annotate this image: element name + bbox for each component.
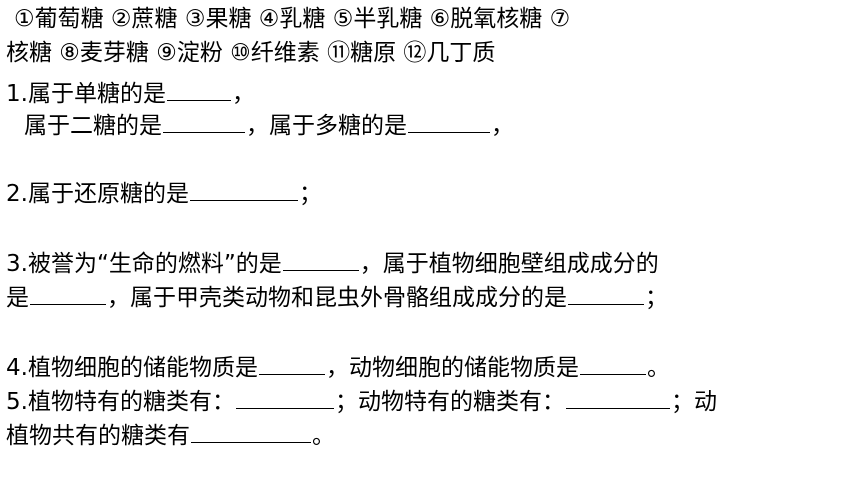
question-4-line: 4.植物细胞的储能物质是 ，动物细胞的储能物质是 。 xyxy=(6,352,670,383)
q5-common-blank[interactable] xyxy=(191,420,311,443)
q3-fuel-blank[interactable] xyxy=(282,248,359,271)
q1-punct: ， xyxy=(231,81,255,107)
q1-monosaccharide-label: 1.属于单糖的是 xyxy=(6,81,166,107)
q4-plant-storage-blank[interactable] xyxy=(258,352,325,375)
q3-end-punct: ； xyxy=(645,285,668,311)
question-1-line-2: 属于二糖的是 ，属于多糖的是 ， xyxy=(24,110,514,141)
q5-animal-specific-label: ；动物特有的糖类有： xyxy=(334,389,565,415)
q3-is-label: 是 xyxy=(6,285,29,311)
q3-cell-wall-blank[interactable] xyxy=(30,282,106,305)
q5-common-label: 植物共有的糖类有 xyxy=(6,423,190,449)
q3-cell-wall-label: ，属于植物细胞壁组成成分的 xyxy=(359,251,659,277)
q4-plant-storage-label: 4.植物细胞的储能物质是 xyxy=(6,355,258,381)
q5-plant-specific-label: 5.植物特有的糖类有： xyxy=(6,389,235,415)
q1-polysaccharide-label: ，属于多糖的是 xyxy=(246,113,407,139)
q5-animal-specific-blank[interactable] xyxy=(565,386,670,409)
q2-punct: ； xyxy=(298,181,322,207)
question-3-line-1: 3.被誉为“生命的燃料”的是 ，属于植物细胞壁组成成分的 xyxy=(6,248,659,279)
sugar-list-line-2: 核糖 ⑧麦芽糖 ⑨淀粉 ⑩纤维素 ⑪糖原 ⑫几丁质 xyxy=(6,40,496,66)
q5-end-punct: 。 xyxy=(312,423,335,449)
question-3-line-2: 是 ，属于甲壳类动物和昆虫外骨骼组成成分的是 ； xyxy=(6,282,668,313)
q1-end-punct: ， xyxy=(491,113,514,139)
q4-animal-storage-label: ，动物细胞的储能物质是 xyxy=(325,355,579,381)
q2-reducing-sugar-label: 2.属于还原糖的是 xyxy=(6,181,189,207)
q3-exoskeleton-label: ，属于甲壳类动物和昆虫外骨骼组成成分的是 xyxy=(107,285,567,311)
q5-line1-end: ；动 xyxy=(670,389,717,415)
q1-disaccharide-label: 属于二糖的是 xyxy=(24,113,162,139)
q2-reducing-sugar-blank[interactable] xyxy=(189,178,298,201)
question-1-line-1: 1.属于单糖的是 ， xyxy=(6,78,255,109)
question-5-line-2: 植物共有的糖类有 。 xyxy=(6,420,335,451)
q1-monosaccharide-blank[interactable] xyxy=(166,78,231,101)
q5-plant-specific-blank[interactable] xyxy=(235,386,334,409)
q1-disaccharide-blank[interactable] xyxy=(163,110,245,133)
q4-end-punct: 。 xyxy=(646,355,670,381)
q1-polysaccharide-blank[interactable] xyxy=(408,110,490,133)
question-2-line: 2.属于还原糖的是 ； xyxy=(6,178,322,209)
q3-exoskeleton-blank[interactable] xyxy=(568,282,644,305)
q3-fuel-label: 3.被誉为“生命的燃料”的是 xyxy=(6,251,282,277)
sugar-list-line-1: ①葡萄糖 ②蔗糖 ③果糖 ④乳糖 ⑤半乳糖 ⑥脱氧核糖 ⑦ xyxy=(14,6,571,32)
question-5-line-1: 5.植物特有的糖类有： ；动物特有的糖类有： ；动 xyxy=(6,386,717,417)
q4-animal-storage-blank[interactable] xyxy=(579,352,646,375)
